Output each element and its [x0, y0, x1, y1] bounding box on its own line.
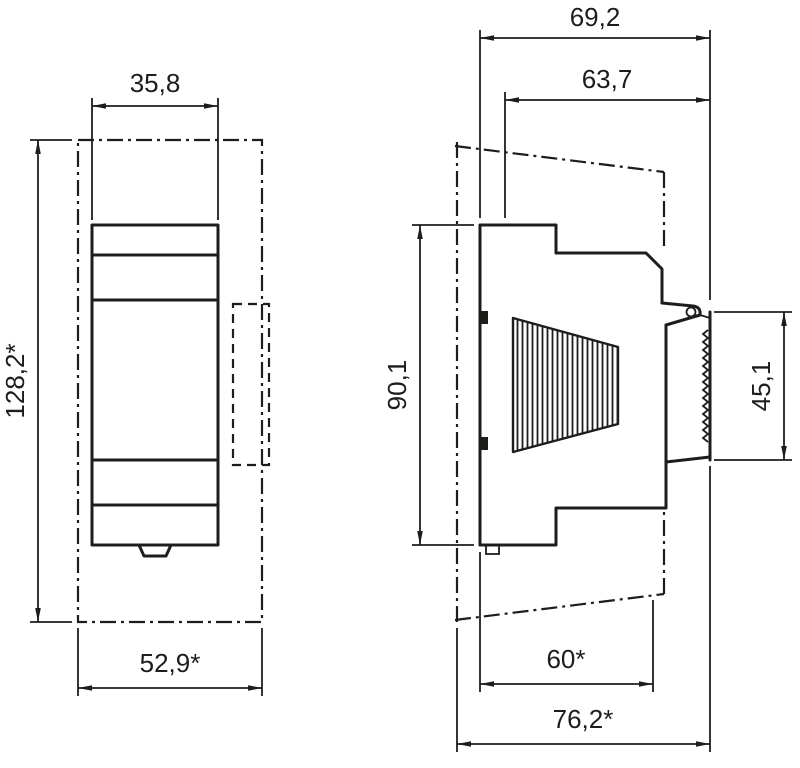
front-bottom-tab [137, 543, 173, 558]
side-ribbed-wedge [511, 316, 620, 454]
side-view-dimensions: 69,2 63,7 90,1 45,1 60* 76,2* [382, 2, 792, 752]
front-phantom-enclosure [76, 138, 264, 624]
side-phantom-top [454, 144, 665, 174]
side-front-claw-top [481, 311, 488, 324]
front-dim-label-width-top: 35,8 [130, 68, 181, 98]
side-dim-label-depth-bottom-inner: 60* [546, 644, 585, 674]
side-device-lower-profile [478, 454, 668, 547]
side-rail-serration [701, 329, 710, 443]
front-hidden-detail [231, 302, 271, 467]
side-view [454, 142, 712, 622]
side-rail-latch [660, 301, 702, 327]
side-dim-label-depth-body: 63,7 [582, 64, 633, 94]
side-rail-hook-bottom [664, 455, 712, 464]
side-device-upper-profile [478, 223, 664, 547]
side-dim-label-height-rail: 45,1 [746, 361, 776, 412]
front-dim-label-width-bottom: 52,9* [140, 648, 201, 678]
front-view [76, 138, 271, 624]
front-device-outline [90, 223, 220, 547]
side-dim-label-depth-bottom-outer: 76,2* [553, 704, 614, 734]
side-front-claw-bottom [481, 437, 488, 450]
side-front-foot [485, 544, 500, 555]
side-latch-pin [685, 306, 697, 318]
front-view-dimensions: 35,8 128,2* 52,9* [0, 68, 263, 696]
side-dim-label-height-front: 90,1 [382, 360, 412, 411]
side-phantom-bottom [454, 592, 665, 622]
side-dim-label-depth-total: 69,2 [570, 2, 621, 32]
front-dim-label-height: 128,2* [0, 343, 30, 418]
